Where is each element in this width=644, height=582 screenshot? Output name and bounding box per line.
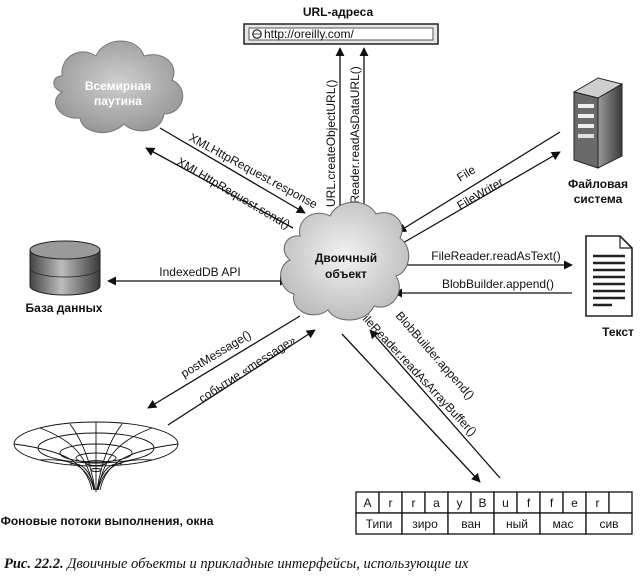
array-buffer-byte-cell: A	[363, 496, 371, 510]
array-buffer-byte-cell: r	[596, 496, 600, 510]
arrows	[107, 47, 573, 483]
caption-text: Двоичные объекты и прикладные интерфейсы…	[67, 556, 469, 572]
array-buffer-byte-cell: r	[412, 496, 416, 510]
caption-prefix: Рис. 22.2.	[4, 556, 64, 572]
arrow-xhr-send	[159, 127, 306, 214]
center-label-line2: объект	[325, 267, 367, 281]
diagram-canvas: URL-адреса http://oreilly.com/ Всемирная…	[1, 5, 634, 535]
arrow-xhr-response	[145, 147, 294, 229]
label-read-as-text: FileReader.readAsText()	[431, 249, 560, 263]
center-label-line1: Двоичный	[315, 251, 377, 265]
filesystem-label-line1: Файловая	[568, 177, 628, 191]
array-buffer-byte-cell-box	[608, 491, 633, 514]
typed-array-cell: зиро	[412, 517, 438, 531]
typed-array-cell: сив	[599, 517, 618, 531]
typed-array-cell: ван	[461, 517, 481, 531]
workers-label: Фоновые потоки выполнения, окна	[1, 514, 214, 528]
arrow-message-event	[167, 329, 316, 426]
arrow-blob-append-ab	[369, 329, 501, 479]
label-file: File	[454, 162, 478, 184]
url-value: http://oreilly.com/	[264, 27, 354, 41]
label-indexeddb: IndexedDB API	[159, 265, 240, 279]
array-buffer-byte-cell: r	[389, 496, 393, 510]
document-icon: Текст	[585, 235, 634, 339]
web-label-line1: Всемирная	[85, 79, 151, 93]
typed-array-cell: Типи	[366, 517, 393, 531]
typed-array-cell-box	[585, 512, 633, 535]
array-buffer-byte-cell: f	[527, 496, 531, 510]
array-buffer-byte-cell: y	[457, 496, 463, 510]
binary-object-cloud: Двоичный объект	[280, 201, 410, 321]
array-buffer-byte-cell: a	[433, 496, 440, 510]
arrow-read-as-array-buffer	[341, 333, 481, 483]
typed-array-cell: ный	[506, 517, 528, 531]
database-icon: База данных	[26, 240, 103, 315]
arrow-file-writer	[395, 151, 561, 248]
url-box: URL-адреса http://oreilly.com/	[243, 5, 439, 45]
array-buffer-byte-cell: B	[478, 496, 486, 510]
arrow-post-message	[147, 315, 301, 409]
web-cloud: Всемирная паутина	[53, 40, 184, 134]
filesystem-label-line2: система	[574, 192, 623, 206]
figure-caption: Рис. 22.2. Двоичные объекты и прикладные…	[4, 556, 640, 573]
web-label-line2: паутина	[94, 94, 142, 108]
database-label: База данных	[26, 301, 103, 315]
arrow-file	[397, 131, 561, 233]
funnel-icon: Фоновые потоки выполнения, окна	[1, 421, 214, 528]
typed-array-cell: мас	[553, 517, 574, 531]
label-blob-append-text: BlobBuilder.append()	[442, 277, 554, 291]
array-buffer-byte-cell: f	[550, 496, 554, 510]
label-create-object-url: URL.createObjectURL()	[324, 80, 338, 207]
label-read-as-data-url: FileReader.readAsDataURL()	[348, 66, 362, 223]
server-icon: Файловая система	[568, 77, 628, 206]
text-doc-label: Текст	[602, 325, 634, 339]
url-box-title: URL-адреса	[303, 5, 374, 19]
array-buffer-byte-cell: u	[502, 496, 509, 510]
array-buffer-byte-cell: e	[571, 496, 578, 510]
